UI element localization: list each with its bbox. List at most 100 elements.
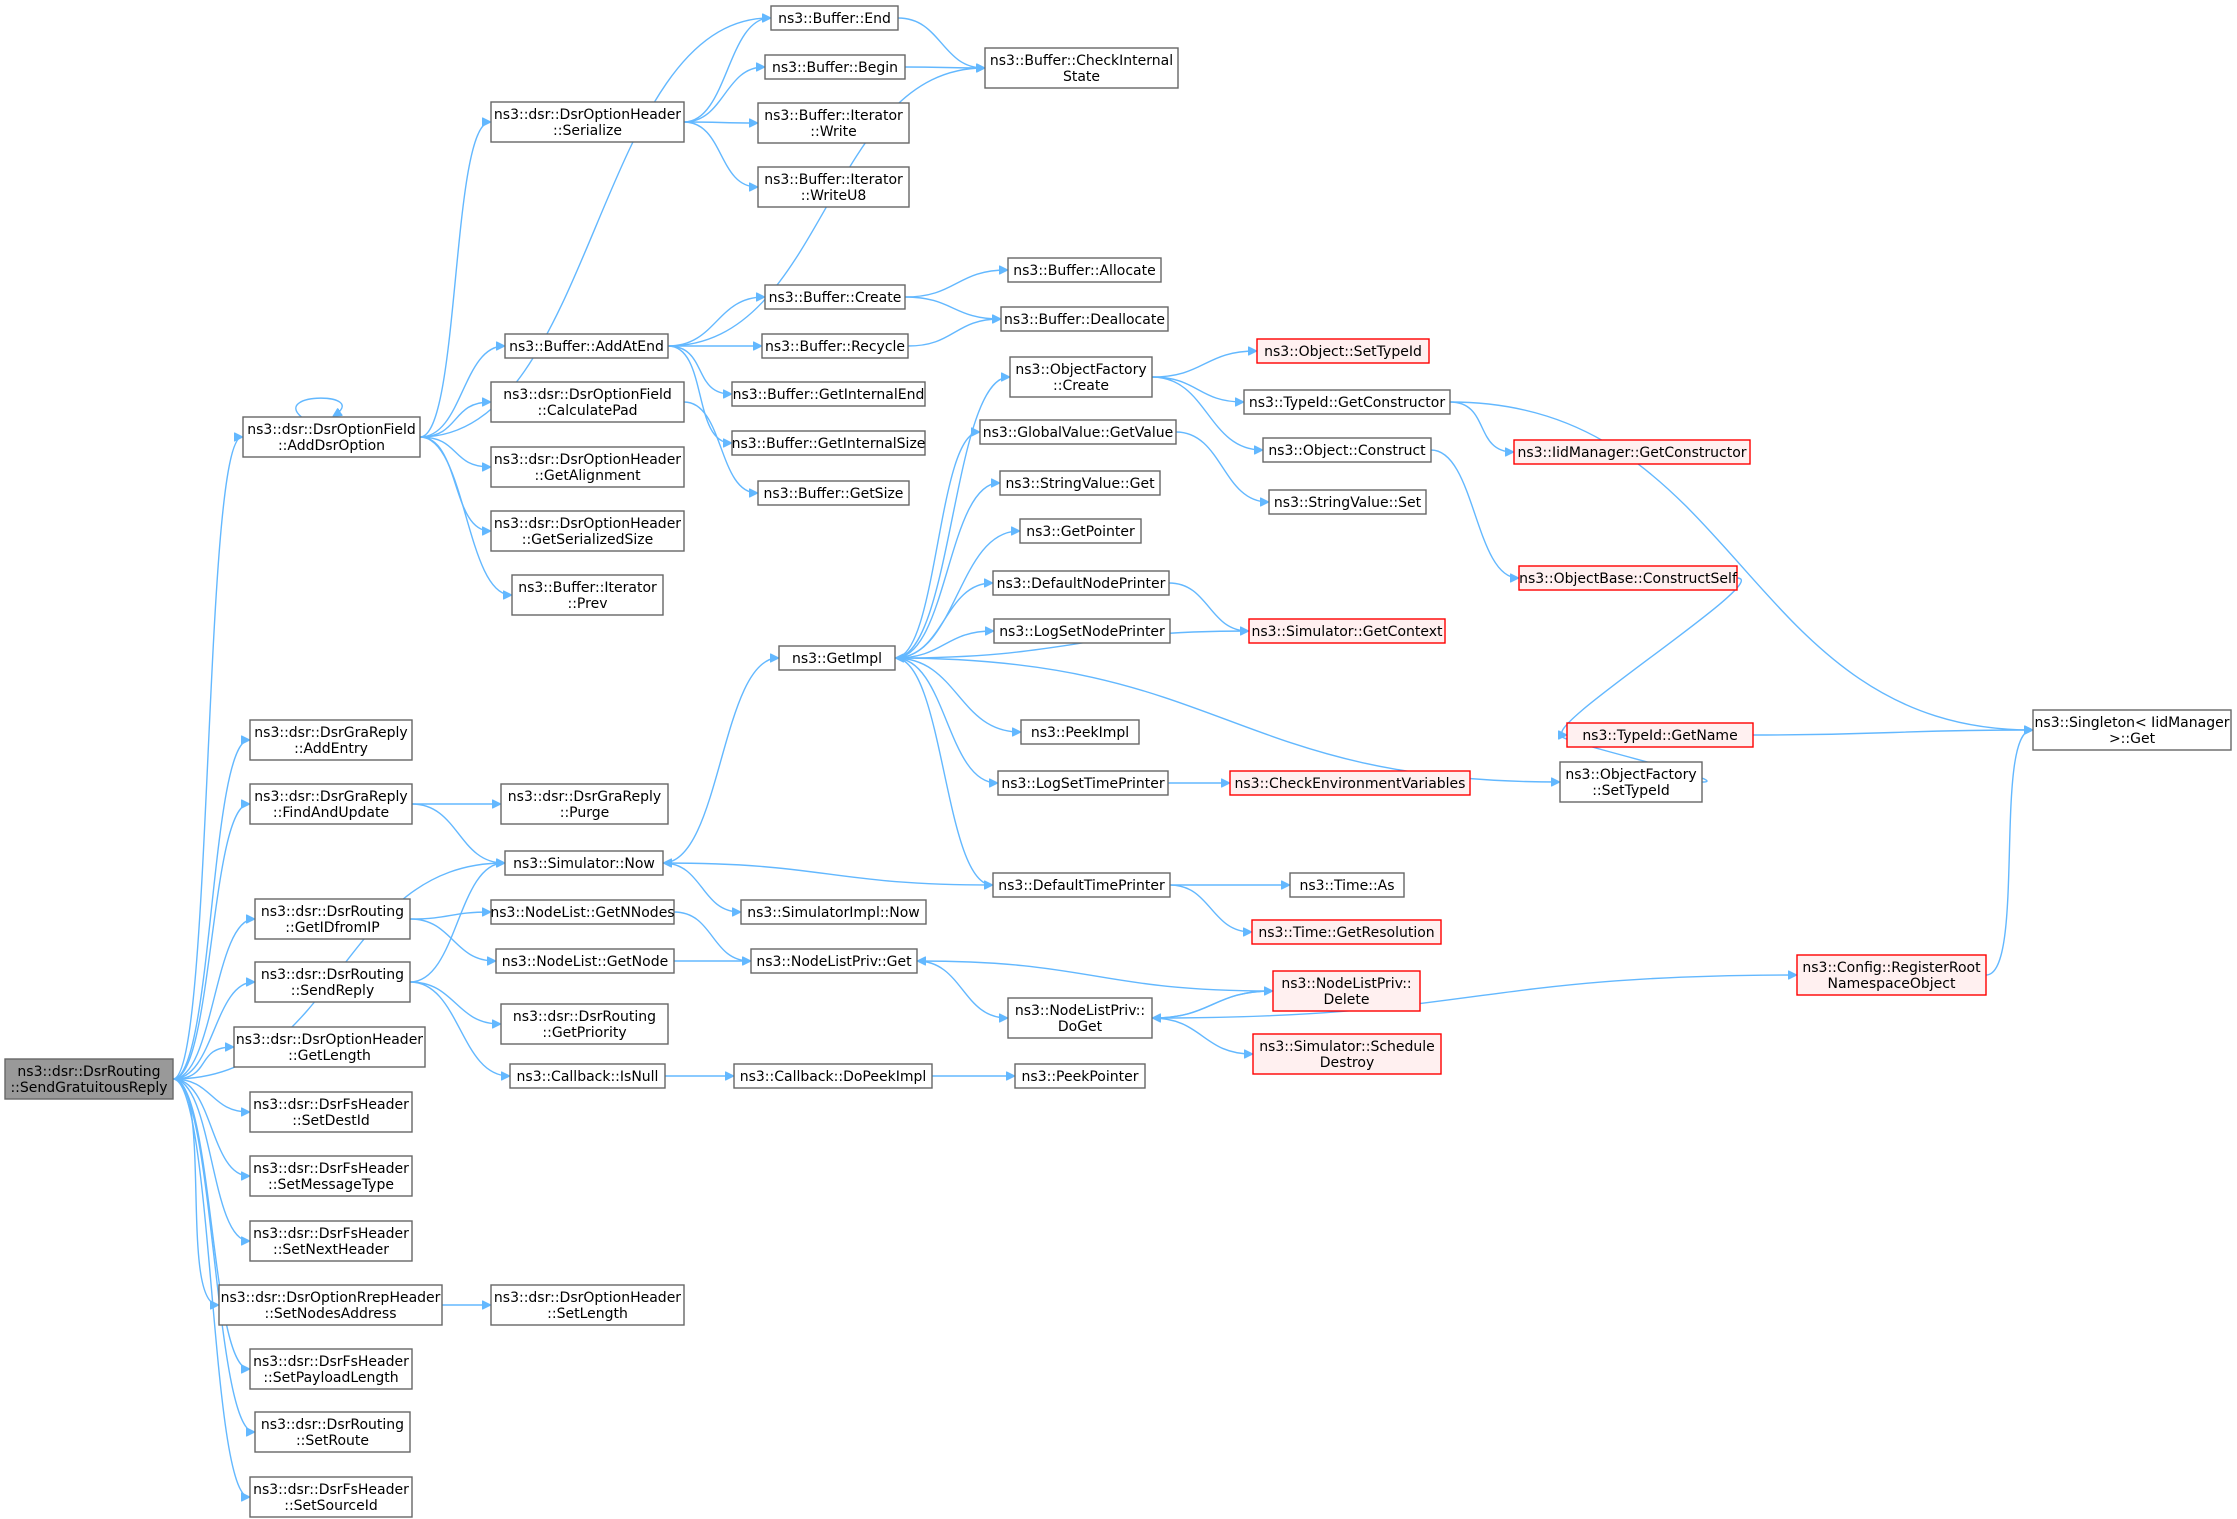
node-checkEnvVars[interactable]: ns3::CheckEnvironmentVariables [1229,770,1471,796]
node-getAlignment[interactable]: ns3::dsr::DsrOptionHeader::GetAlignment [490,446,685,488]
node-typeIdGetName[interactable]: ns3::TypeId::GetName [1566,722,1754,748]
node-bufGetInternalEnd[interactable]: ns3::Buffer::GetInternalEnd [731,381,926,407]
edge-getImpl-to-logSetNodePrinter [894,631,993,659]
node-setNextHeader[interactable]: ns3::dsr::DsrFsHeader::SetNextHeader [249,1220,413,1262]
node-nodeListPrivDoGet[interactable]: ns3::NodeListPriv::DoGet [1007,997,1153,1039]
node-objSetTypeId[interactable]: ns3::Object::SetTypeId [1256,338,1430,364]
edge-simNow-to-getImpl [662,658,778,864]
node-iterWrite[interactable]: ns3::Buffer::Iterator::Write [757,102,910,144]
edge-typeIdGetConstructor-to-singletonGet [1449,401,2032,730]
node-iterWriteU8[interactable]: ns3::Buffer::Iterator::WriteU8 [757,166,910,208]
node-bufEnd[interactable]: ns3::Buffer::End [770,5,899,31]
node-cbIsNull[interactable]: ns3::Callback::IsNull [509,1063,666,1089]
node-box [1256,338,1430,364]
node-box [2032,709,2232,751]
node-setNodesAddress[interactable]: ns3::dsr::DsrOptionRrepHeader::SetNodesA… [218,1284,443,1326]
node-bufBegin[interactable]: ns3::Buffer::Begin [764,54,906,80]
node-iterPrev[interactable]: ns3::Buffer::Iterator::Prev [511,574,664,616]
node-logSetNodePrinter[interactable]: ns3::LogSetNodePrinter [993,618,1171,644]
node-label: ns3::SimulatorImpl::Now [747,905,920,921]
node-stringValueSet[interactable]: ns3::StringValue::Set [1268,489,1427,515]
node-bufGetInternalSize[interactable]: ns3::Buffer::GetInternalSize [731,430,926,456]
edge-typeIdGetName-to-singletonGet [1752,730,2032,736]
node-label: ::SetTypeId [1592,783,1670,799]
node-timeAs[interactable]: ns3::Time::As [1289,872,1405,898]
node-box [249,1348,413,1390]
node-setDestId[interactable]: ns3::dsr::DsrFsHeader::SetDestId [249,1091,413,1133]
node-label: ns3::Simulator::Now [513,856,655,872]
node-root[interactable]: ns3::dsr::DsrRouting::SendGratuitousRepl… [4,1058,174,1100]
node-bufAllocate[interactable]: ns3::Buffer::Allocate [1007,257,1162,283]
edge-globalValueGetValue-to-stringValueSet [1175,431,1268,502]
node-label: ns3::Callback::IsNull [517,1069,659,1085]
node-bufRecycle[interactable]: ns3::Buffer::Recycle [761,333,909,359]
node-simImplNow[interactable]: ns3::SimulatorImpl::Now [740,899,927,925]
node-typeIdGetConstructor[interactable]: ns3::TypeId::GetConstructor [1243,389,1451,415]
edge-addDsrOption-to-bufEnd [419,18,770,438]
node-bufDeallocate[interactable]: ns3::Buffer::Deallocate [1000,306,1169,332]
node-bufGetSize[interactable]: ns3::Buffer::GetSize [757,480,910,506]
node-getSerializedSize[interactable]: ns3::dsr::DsrOptionHeader::GetSerialized… [490,510,685,552]
node-peekPointer[interactable]: ns3::PeekPointer [1014,1063,1146,1089]
node-getImpl[interactable]: ns3::GetImpl [778,645,896,671]
node-box [504,333,669,359]
node-optSetLength[interactable]: ns3::dsr::DsrOptionHeader::SetLength [490,1284,685,1326]
node-sendReply[interactable]: ns3::dsr::DsrRouting::SendReply [254,961,411,1003]
node-simNow[interactable]: ns3::Simulator::Now [504,850,664,876]
edge-addDsrOption-to-iterPrev [419,436,511,595]
node-box [249,1476,413,1518]
node-simGetContext[interactable]: ns3::Simulator::GetContext [1248,618,1446,644]
edge-root-to-optGetLength [172,1047,233,1080]
node-calcPad[interactable]: ns3::dsr::DsrOptionField::CalculatePad [490,381,685,423]
node-getPriority[interactable]: ns3::dsr::DsrRouting::GetPriority [500,1003,669,1045]
node-box [757,166,910,208]
node-objConstruct[interactable]: ns3::Object::Construct [1262,437,1432,463]
node-optGetLength[interactable]: ns3::dsr::DsrOptionHeader::GetLength [233,1026,426,1068]
node-bufAddAtEnd[interactable]: ns3::Buffer::AddAtEnd [504,333,669,359]
node-label: NamespaceObject [1828,976,1956,992]
node-setRoute[interactable]: ns3::dsr::DsrRouting::SetRoute [254,1411,411,1453]
node-getPointer[interactable]: ns3::GetPointer [1019,518,1142,544]
node-objFactorySetTypeId[interactable]: ns3::ObjectFactory::SetTypeId [1559,761,1703,803]
node-stringValueGet[interactable]: ns3::StringValue::Get [999,470,1161,496]
node-label: ns3::Singleton< IidManager [2035,715,2230,731]
node-peekImpl[interactable]: ns3::PeekImpl [1020,719,1140,745]
node-label: ns3::dsr::DsrFsHeader [253,1226,409,1242]
node-getNode[interactable]: ns3::NodeList::GetNode [495,948,675,974]
node-label: ns3::Buffer::End [778,11,891,27]
node-addDsrOption[interactable]: ns3::dsr::DsrOptionField::AddDsrOption [242,416,421,458]
node-setPayloadLength[interactable]: ns3::dsr::DsrFsHeader::SetPayloadLength [249,1348,413,1390]
node-defaultNodePrinter[interactable]: ns3::DefaultNodePrinter [992,570,1170,596]
node-logSetTimePrinter[interactable]: ns3::LogSetTimePrinter [997,770,1169,796]
node-objBaseConstructSelf[interactable]: ns3::ObjectBase::ConstructSelf [1518,565,1738,591]
node-optSerialize[interactable]: ns3::dsr::DsrOptionHeader::Serialize [490,101,685,143]
node-getNNodes[interactable]: ns3::NodeList::GetNNodes [490,899,675,925]
node-globalValueGetValue[interactable]: ns3::GlobalValue::GetValue [979,419,1177,445]
node-getIDfromIP[interactable]: ns3::dsr::DsrRouting::GetIDfromIP [254,898,411,940]
node-bufCreate[interactable]: ns3::Buffer::Create [764,284,906,310]
node-iidMgrGetConstructor[interactable]: ns3::IidManager::GetConstructor [1513,439,1751,465]
node-cbDoPeekImpl[interactable]: ns3::Callback::DoPeekImpl [733,1063,933,1089]
node-graFindAndUpdate[interactable]: ns3::dsr::DsrGraReply::FindAndUpdate [249,783,413,825]
node-label: ns3::dsr::DsrRouting [261,1417,404,1433]
node-setMessageType[interactable]: ns3::dsr::DsrFsHeader::SetMessageType [249,1155,413,1197]
node-timeGetResolution[interactable]: ns3::Time::GetResolution [1251,919,1442,945]
edge-root-to-graAddEntry [172,740,249,1080]
node-nodeListPrivGet[interactable]: ns3::NodeListPriv::Get [750,948,918,974]
node-setSourceId[interactable]: ns3::dsr::DsrFsHeader::SetSourceId [249,1476,413,1518]
node-defaultTimePrinter[interactable]: ns3::DefaultTimePrinter [992,872,1171,898]
node-graAddEntry[interactable]: ns3::dsr::DsrGraReply::AddEntry [249,719,413,761]
node-label: DoGet [1058,1019,1103,1035]
node-label: ns3::Time::GetResolution [1258,925,1434,941]
node-box [1000,306,1169,332]
node-label: ns3::dsr::DsrOptionHeader [494,452,681,468]
node-box [1020,719,1140,745]
node-nodeListPrivDelete[interactable]: ns3::NodeListPriv::Delete [1272,970,1421,1012]
node-objFactoryCreate[interactable]: ns3::ObjectFactory::Create [1009,356,1153,398]
node-singletonGet[interactable]: ns3::Singleton< IidManager >::Get [2032,709,2232,751]
node-graPurge[interactable]: ns3::dsr::DsrGraReply::Purge [500,783,669,825]
node-box [254,961,411,1003]
